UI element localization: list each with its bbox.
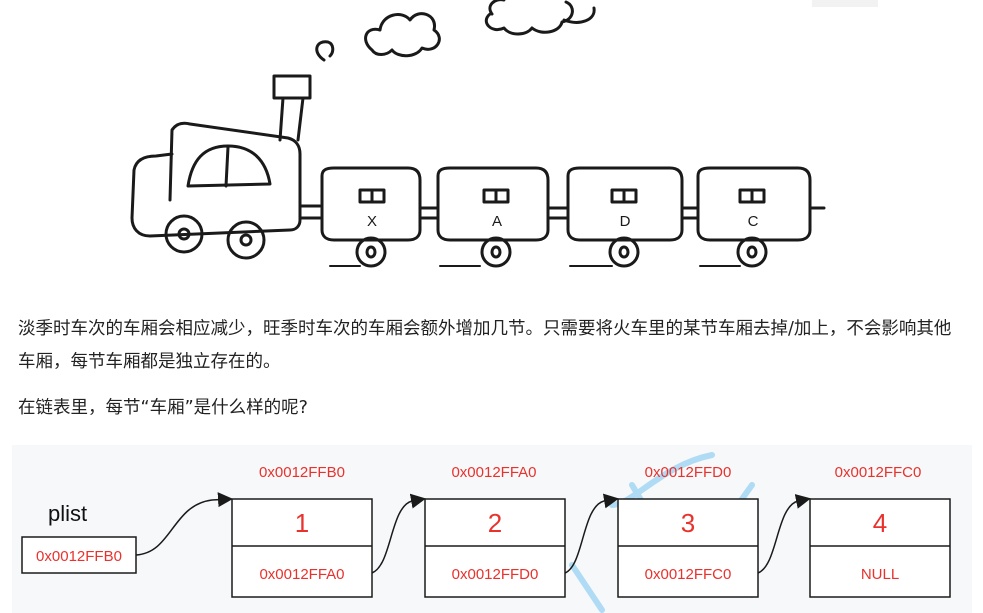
corner-box bbox=[812, 0, 878, 7]
node-4-next: NULL bbox=[861, 566, 899, 583]
plist-label: plist bbox=[48, 501, 87, 526]
arrow-node-2-to-node-3 bbox=[564, 493, 619, 574]
car-label-c: C bbox=[748, 213, 759, 230]
node-3-data: 3 bbox=[681, 508, 695, 538]
car-label-x: X bbox=[367, 213, 377, 230]
node-3: 3 0x0012FFC0 bbox=[617, 498, 759, 598]
arrow-node-3-to-node-4 bbox=[757, 493, 811, 574]
car-label-d: D bbox=[620, 213, 631, 230]
node-1-next: 0x0012FFA0 bbox=[259, 566, 344, 583]
node-1: 1 0x0012FFA0 bbox=[231, 498, 373, 598]
question-paragraph: 在链表里，每节“车厢”是什么样的呢? bbox=[18, 398, 308, 418]
arrow-plist-to-node-1 bbox=[135, 492, 233, 556]
node-2-next: 0x0012FFD0 bbox=[452, 566, 539, 583]
couplers bbox=[298, 204, 826, 220]
node-1-data: 1 bbox=[295, 508, 309, 538]
wagon-c bbox=[696, 166, 812, 268]
node-4: 4 NULL bbox=[809, 498, 951, 598]
wagon-a bbox=[436, 166, 550, 268]
node-1-address: 0x0012FFB0 bbox=[259, 464, 345, 481]
wagon-x bbox=[320, 166, 422, 268]
train-illustration: X A D C bbox=[0, 0, 983, 295]
car-label-a: A bbox=[492, 213, 502, 230]
plist-value: 0x0012FFB0 bbox=[36, 548, 122, 565]
linked-list-diagram: plist 0x0012FFB0 0x0012FFB0 0x0012FFA0 0… bbox=[12, 445, 972, 613]
node-2: 2 0x0012FFD0 bbox=[424, 498, 566, 598]
explanation-paragraph: 淡季时车次的车厢会相应减少，旺季时车次的车厢会额外增加几节。只需要将火车里的某节… bbox=[18, 319, 952, 372]
chimney bbox=[272, 74, 312, 142]
node-2-address: 0x0012FFA0 bbox=[451, 464, 536, 481]
locomotive bbox=[130, 121, 302, 260]
smoke bbox=[315, 0, 596, 62]
node-3-address: 0x0012FFD0 bbox=[645, 464, 732, 481]
wagon-d bbox=[566, 166, 684, 268]
node-2-data: 2 bbox=[488, 508, 502, 538]
node-4-data: 4 bbox=[873, 508, 887, 538]
arrow-node-1-to-node-2 bbox=[371, 493, 426, 574]
node-4-address: 0x0012FFC0 bbox=[835, 464, 922, 481]
node-3-next: 0x0012FFC0 bbox=[645, 566, 732, 583]
plist-box bbox=[21, 536, 137, 574]
